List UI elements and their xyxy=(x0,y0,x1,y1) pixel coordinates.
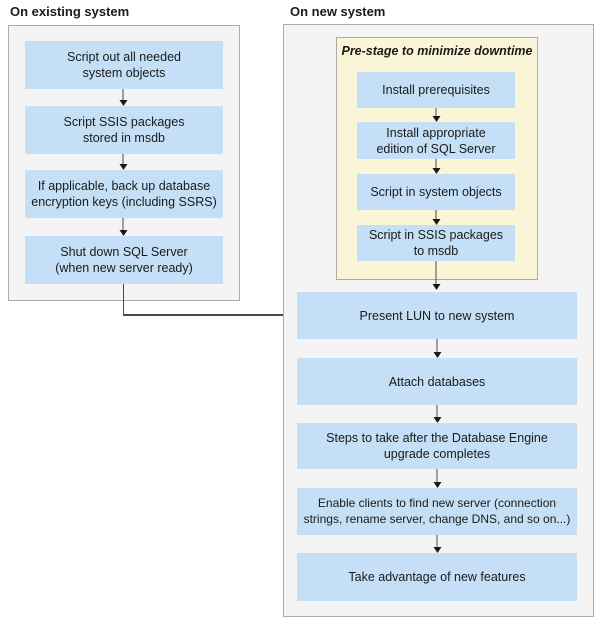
arrow-shaft xyxy=(122,154,124,165)
step-script-in-ssis-packages: Script in SSIS packages to msdb xyxy=(357,225,515,261)
elbow-horizontal-segment xyxy=(122,314,290,316)
arrow-down-icon xyxy=(433,405,442,423)
arrow-down-icon xyxy=(119,218,128,236)
step-attach-databases: Attach databases xyxy=(297,358,577,405)
arrow-shaft xyxy=(436,535,438,548)
step-enable-clients: Enable clients to find new server (conne… xyxy=(297,488,577,535)
step-post-upgrade-steps: Steps to take after the Database Engine … xyxy=(297,423,577,469)
step-script-in-system-objects: Script in system objects xyxy=(357,174,515,210)
step-backup-encryption-keys: If applicable, back up database encrypti… xyxy=(25,170,223,218)
arrow-down-icon xyxy=(432,159,441,174)
arrow-down-icon xyxy=(432,108,441,122)
prestage-title: Pre-stage to minimize downtime xyxy=(341,44,533,58)
arrow-shaft xyxy=(122,218,124,231)
step-script-ssis-packages: Script SSIS packages stored in msdb xyxy=(25,106,223,154)
arrow-head xyxy=(432,219,440,225)
arrow-shaft xyxy=(122,89,124,101)
arrow-shaft xyxy=(435,210,437,220)
arrow-down-icon xyxy=(433,469,442,488)
arrow-head xyxy=(433,482,441,488)
arrow-shaft xyxy=(435,108,437,117)
arrow-down-icon xyxy=(432,210,441,225)
elbow-vertical-segment xyxy=(122,284,124,315)
step-shutdown-sql-server: Shut down SQL Server (when new server re… xyxy=(25,236,223,284)
arrow-down-icon xyxy=(119,89,128,106)
step-present-lun: Present LUN to new system xyxy=(297,292,577,339)
arrow-shaft xyxy=(435,261,437,285)
arrow-head xyxy=(433,352,441,358)
step-script-system-objects: Script out all needed system objects xyxy=(25,41,223,89)
arrow-shaft xyxy=(436,405,438,418)
arrow-head xyxy=(433,417,441,423)
arrow-head xyxy=(119,100,127,106)
arrow-shaft xyxy=(435,159,437,169)
arrow-head xyxy=(433,547,441,553)
new-system-heading: On new system xyxy=(290,4,386,19)
existing-system-heading: On existing system xyxy=(10,4,130,19)
step-install-sql-edition: Install appropriate edition of SQL Serve… xyxy=(357,122,515,159)
step-new-features: Take advantage of new features xyxy=(297,553,577,601)
arrow-head xyxy=(119,164,127,170)
arrow-head xyxy=(119,230,127,236)
arrow-shaft xyxy=(436,469,438,483)
arrow-down-icon xyxy=(433,339,442,358)
arrow-down-icon xyxy=(432,261,441,290)
arrow-head xyxy=(432,284,440,290)
arrow-shaft xyxy=(436,339,438,353)
step-install-prerequisites: Install prerequisites xyxy=(357,72,515,108)
arrow-down-icon xyxy=(119,154,128,170)
arrow-head xyxy=(432,116,440,122)
arrow-head xyxy=(432,168,440,174)
arrow-down-icon xyxy=(433,535,442,553)
